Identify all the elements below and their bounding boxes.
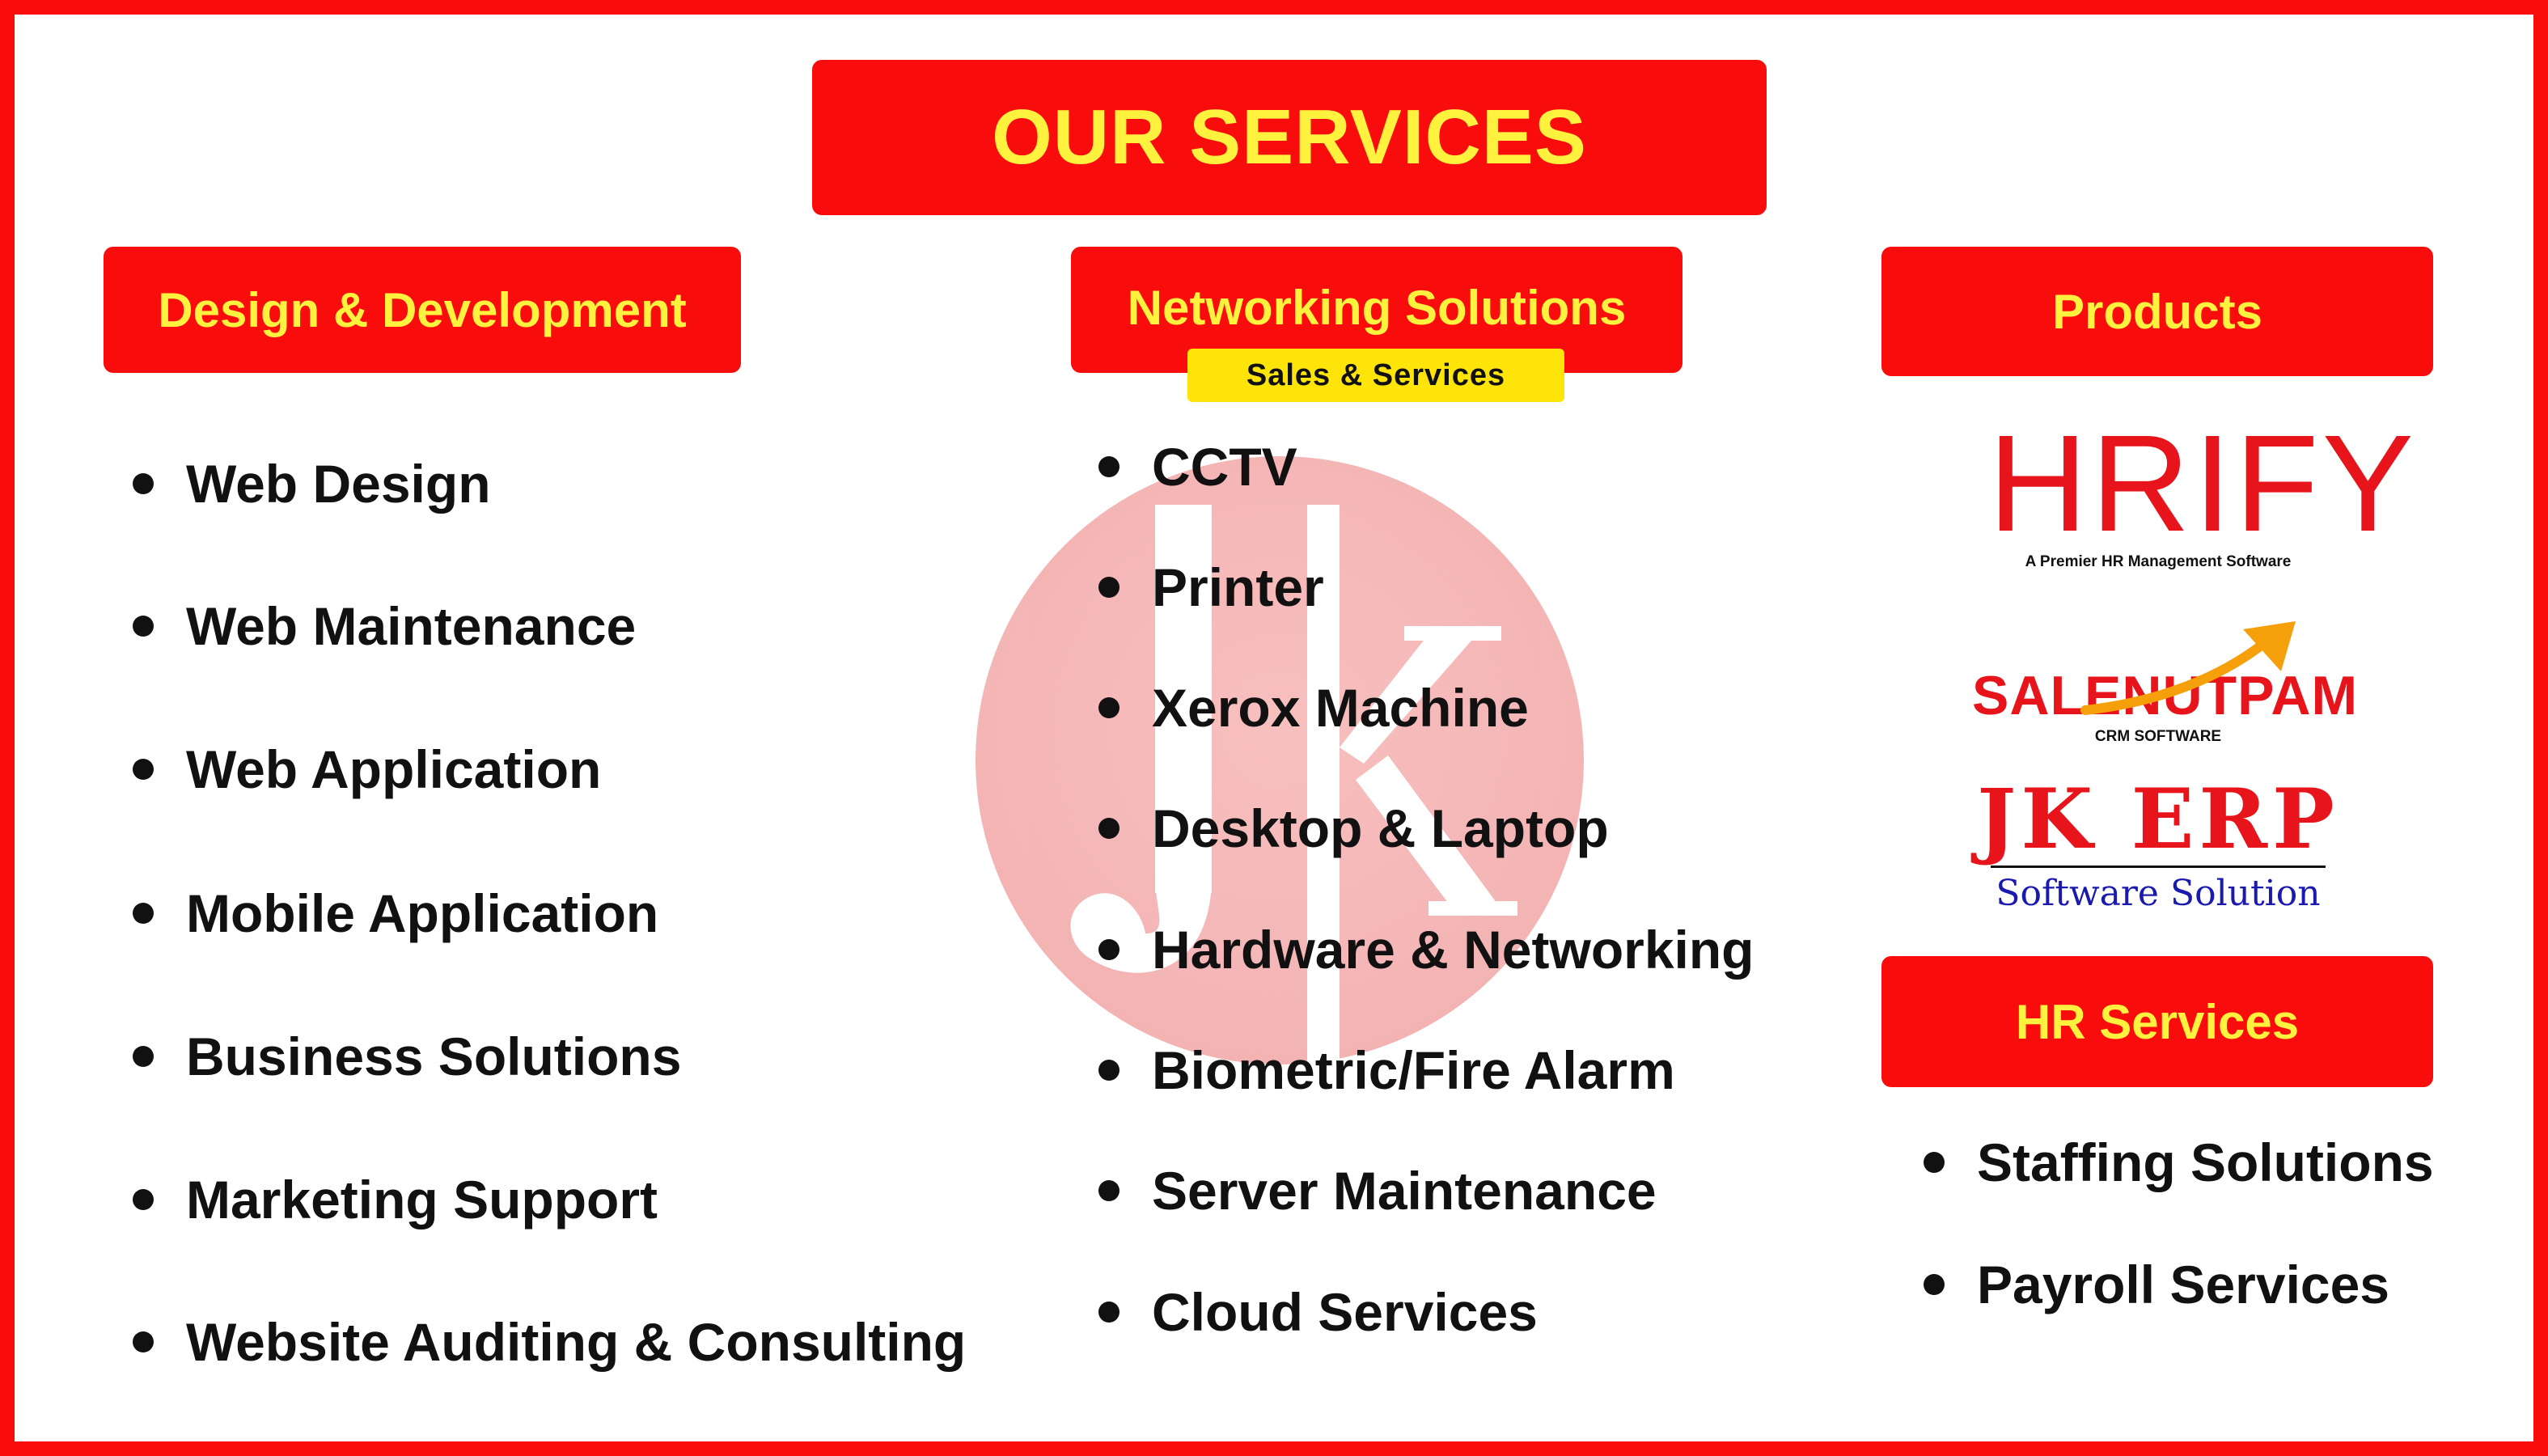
products-heading: Products bbox=[1881, 247, 2433, 376]
jk-monogram-icon bbox=[1070, 505, 1517, 1063]
bullet-icon bbox=[1098, 697, 1120, 718]
list-item-label: CCTV bbox=[1152, 437, 1297, 497]
page-title: OUR SERVICES bbox=[812, 60, 1767, 215]
list-item: Website Auditing & Consulting bbox=[133, 1310, 966, 1374]
list-item: Hardware & Networking bbox=[1098, 917, 1754, 982]
list-item-label: Staffing Solutions bbox=[1977, 1132, 2434, 1192]
bullet-icon bbox=[133, 759, 154, 780]
bullet-icon bbox=[133, 473, 154, 494]
jk-watermark-logo bbox=[976, 456, 1584, 1064]
bullet-icon bbox=[133, 616, 154, 637]
jk-erp-divider bbox=[1991, 866, 2326, 868]
list-item: Xerox Machine bbox=[1098, 675, 1529, 740]
list-item: Printer bbox=[1098, 555, 1324, 620]
list-item-label: Mobile Application bbox=[186, 883, 659, 943]
list-item: Web Design bbox=[133, 451, 491, 516]
list-item-label: Web Design bbox=[186, 454, 491, 514]
bullet-icon bbox=[133, 1189, 154, 1210]
hrify-logo-name: HRIFY bbox=[1988, 407, 2417, 561]
list-item-label: Cloud Services bbox=[1152, 1282, 1538, 1342]
bullet-icon bbox=[1098, 818, 1120, 839]
list-item-label: Xerox Machine bbox=[1152, 678, 1529, 738]
jk-erp-logo-name: JK ERP bbox=[1977, 771, 2339, 868]
hrify-logo: HRIFY A Premier HR Management Software bbox=[1988, 407, 2417, 581]
list-item: Biometric/Fire Alarm bbox=[1098, 1038, 1675, 1103]
list-item: Mobile Application bbox=[133, 881, 658, 946]
bullet-icon bbox=[1098, 939, 1120, 960]
salenutpam-logo: SALENUTPAM CRM SOFTWARE bbox=[1972, 613, 2357, 751]
list-item-label: Website Auditing & Consulting bbox=[186, 1312, 967, 1372]
list-item: Web Maintenance bbox=[133, 594, 636, 658]
salenutpam-logo-tagline: CRM SOFTWARE bbox=[2094, 728, 2222, 745]
list-item: Desktop & Laptop bbox=[1098, 796, 1609, 861]
bullet-icon bbox=[1098, 456, 1120, 477]
list-item-label: Web Application bbox=[186, 739, 602, 799]
list-item-label: Web Maintenance bbox=[186, 596, 637, 656]
sales-services-badge: Sales & Services bbox=[1187, 349, 1564, 402]
bullet-icon bbox=[133, 1331, 154, 1352]
jk-erp-logo: JK ERP Software Solution bbox=[1972, 775, 2344, 921]
bullet-icon bbox=[133, 903, 154, 924]
bullet-icon bbox=[1924, 1274, 1945, 1295]
list-item-label: Printer bbox=[1152, 557, 1324, 617]
bullet-icon bbox=[1924, 1152, 1945, 1173]
list-item-label: Marketing Support bbox=[186, 1170, 658, 1230]
bullet-icon bbox=[133, 1046, 154, 1067]
list-item-label: Hardware & Networking bbox=[1152, 920, 1754, 980]
list-item: Payroll Services bbox=[1924, 1252, 2389, 1317]
list-item-label: Biometric/Fire Alarm bbox=[1152, 1040, 1675, 1100]
list-item-label: Desktop & Laptop bbox=[1152, 798, 1609, 858]
list-item: CCTV bbox=[1098, 434, 1297, 499]
list-item: Business Solutions bbox=[133, 1024, 681, 1089]
list-item-label: Business Solutions bbox=[186, 1026, 682, 1086]
bullet-icon bbox=[1098, 1302, 1120, 1323]
list-item-label: Payroll Services bbox=[1977, 1255, 2390, 1314]
list-item: Staffing Solutions bbox=[1924, 1130, 2434, 1195]
list-item: Web Application bbox=[133, 737, 601, 802]
growth-arrow-icon bbox=[2080, 621, 2296, 715]
list-item: Server Maintenance bbox=[1098, 1158, 1657, 1223]
hr-services-heading: HR Services bbox=[1881, 956, 2433, 1087]
jk-erp-logo-tagline: Software Solution bbox=[1996, 873, 2321, 914]
bullet-icon bbox=[1098, 1180, 1120, 1201]
list-item: Marketing Support bbox=[133, 1167, 658, 1232]
bullet-icon bbox=[1098, 577, 1120, 598]
hrify-logo-tagline: A Premier HR Management Software bbox=[2025, 553, 2292, 570]
list-item: Cloud Services bbox=[1098, 1280, 1538, 1344]
bullet-icon bbox=[1098, 1060, 1120, 1081]
list-item-label: Server Maintenance bbox=[1152, 1161, 1657, 1221]
design-development-heading: Design & Development bbox=[104, 247, 741, 373]
